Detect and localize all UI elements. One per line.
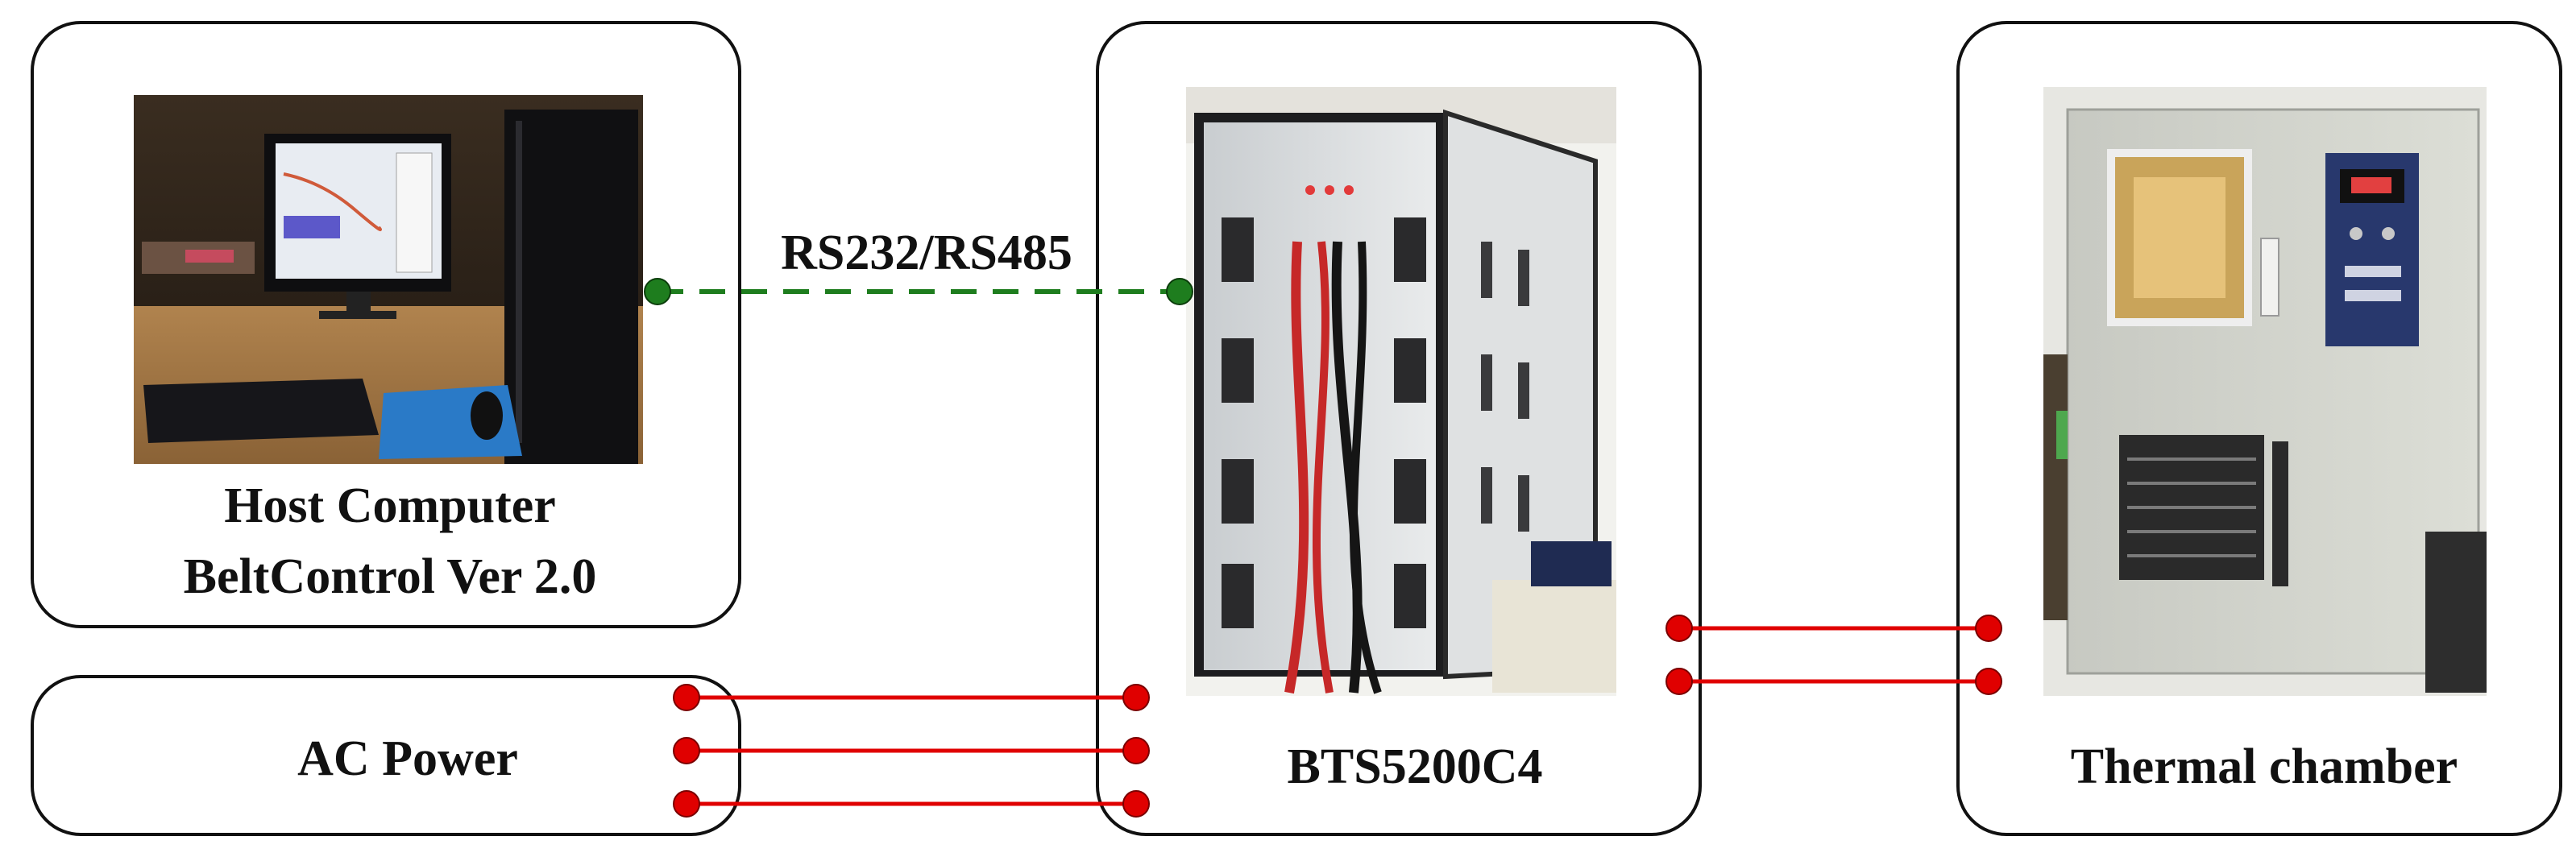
host-computer-box: Host Computer BeltControl Ver 2.0	[31, 21, 741, 628]
serial-link-label: RS232/RS485	[781, 226, 1072, 280]
ac-power-line-2	[673, 737, 1150, 764]
thermal-chamber-photo	[2043, 87, 2487, 696]
ac-power-line-3	[673, 790, 1150, 818]
serial-link: RS232/RS485	[644, 226, 1193, 305]
ac-power-line-1	[673, 684, 1150, 711]
tester-box: BTS5200C4	[1096, 21, 1702, 836]
ac-power-label: AC Power	[297, 731, 518, 786]
ac-power-box: AC Power	[31, 675, 741, 836]
chamber-links	[1665, 615, 2002, 695]
host-title: Host Computer	[224, 478, 556, 533]
chamber-line-2	[1665, 668, 2002, 695]
thermal-chamber-box: Thermal chamber	[1956, 21, 2562, 836]
tester-serial-port-dot	[1166, 278, 1193, 305]
host-subtitle: BeltControl Ver 2.0	[184, 549, 597, 604]
chamber-label: Thermal chamber	[2071, 739, 2458, 794]
tester-label: BTS5200C4	[1288, 739, 1543, 794]
ac-power-links	[673, 684, 1150, 818]
chamber-line-1	[1665, 615, 2002, 642]
host-serial-port-dot	[644, 278, 671, 305]
battery-tester-cabinet-photo	[1186, 87, 1616, 696]
desktop-computer-photo	[134, 95, 643, 464]
